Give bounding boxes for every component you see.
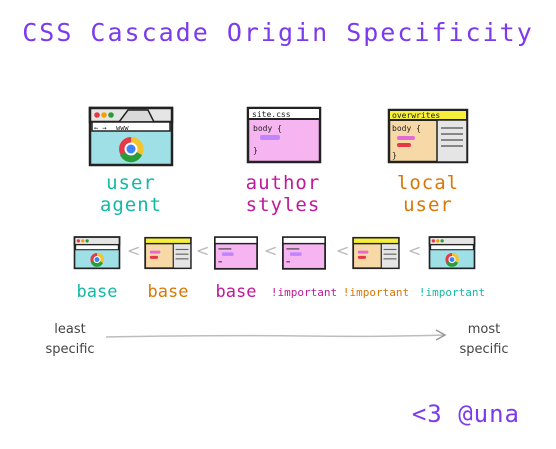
order-label-ua-base: base bbox=[76, 282, 118, 302]
less-than-symbol: < bbox=[336, 241, 350, 260]
overwrites-file-icon bbox=[352, 236, 400, 270]
browser-window-icon: ← → www bbox=[88, 106, 174, 167]
less-than-symbol: < bbox=[196, 241, 210, 260]
order-label-author-important: !important bbox=[270, 286, 338, 299]
browser-window-icon bbox=[428, 236, 476, 270]
overwrites-file-icon: overwrites body { } bbox=[387, 108, 469, 164]
order-label-local-base: base bbox=[147, 282, 189, 302]
less-than-symbol: < bbox=[408, 241, 422, 260]
svg-text:body {: body { bbox=[253, 124, 282, 133]
order-label-ua-important: !important bbox=[418, 286, 486, 299]
order-label-local-important: !important bbox=[342, 286, 410, 299]
svg-text:}: } bbox=[392, 151, 397, 160]
svg-text:body {: body { bbox=[392, 124, 421, 133]
author-handle: <3 @una bbox=[411, 400, 520, 428]
browser-window-icon bbox=[73, 236, 121, 270]
less-than-symbol: < bbox=[264, 241, 278, 260]
svg-text:← →: ← → bbox=[94, 124, 107, 132]
css-file-icon bbox=[282, 236, 326, 270]
css-file-icon: site.css body { } bbox=[246, 106, 322, 164]
page-title: CSS Cascade Origin Specificity bbox=[22, 18, 534, 47]
svg-text:overwrites: overwrites bbox=[392, 111, 440, 120]
specificity-arrow bbox=[105, 329, 447, 341]
overwrites-file-icon bbox=[144, 236, 192, 270]
order-label-author-base: base bbox=[215, 282, 257, 302]
svg-text:}: } bbox=[253, 146, 258, 155]
svg-text:www: www bbox=[116, 124, 129, 132]
less-than-symbol: < bbox=[127, 241, 141, 260]
svg-text:site.css: site.css bbox=[252, 110, 291, 119]
css-file-icon bbox=[214, 236, 258, 270]
